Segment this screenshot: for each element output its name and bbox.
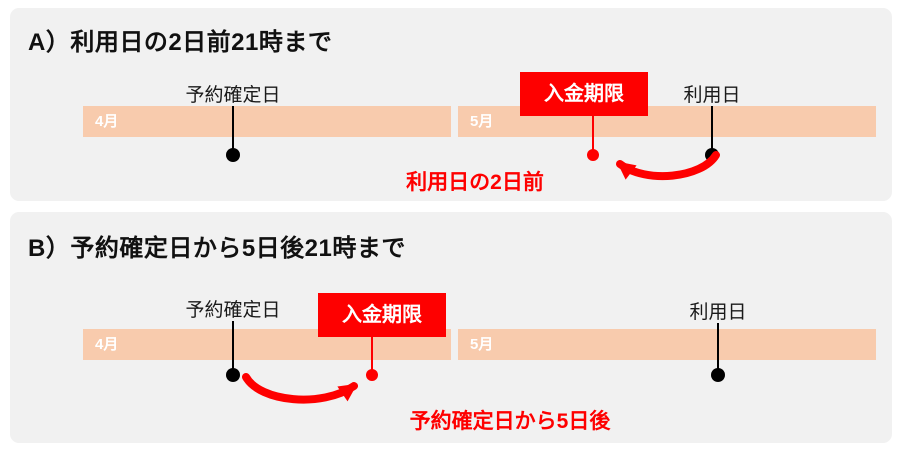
deadline-dot — [366, 369, 378, 381]
panel-b-caption: 予約確定日から5日後 — [409, 410, 611, 433]
confirm-date-label: 予約確定日 — [185, 85, 281, 106]
panel-b: B）予約確定日から5日後21時まで 4月 5月 予約確定日 入金期限 利用日 予… — [10, 212, 892, 443]
usage-date-label: 利用日 — [683, 85, 741, 106]
deadline-box: 入金期限 — [318, 293, 446, 337]
month-label-april: 4月 — [95, 336, 119, 353]
confirm-date-dot — [226, 368, 240, 382]
usage-date-line — [711, 106, 713, 155]
month-label-may: 5月 — [470, 113, 494, 130]
panel-a-caption: 利用日の2日前 — [406, 171, 544, 194]
usage-date-dot — [711, 368, 725, 382]
timeline-bar-april: 4月 — [83, 106, 451, 137]
deadline-line — [592, 116, 594, 155]
confirm-date-dot — [226, 148, 240, 162]
month-label-april: 4月 — [95, 113, 119, 130]
panel-a-title: A）利用日の2日前21時まで — [28, 29, 333, 56]
usage-date-line — [717, 323, 719, 375]
deadline-box: 入金期限 — [520, 72, 648, 116]
panel-b-title: B）予約確定日から5日後21時まで — [28, 235, 406, 262]
curved-arrow-right-icon — [242, 373, 358, 404]
deadline-line — [371, 337, 373, 375]
deadline-dot — [587, 149, 599, 161]
usage-date-label: 利用日 — [689, 302, 747, 323]
confirm-date-label: 予約確定日 — [185, 300, 281, 321]
timeline-bar-may: 5月 — [458, 329, 876, 360]
panel-a: A）利用日の2日前21時まで 4月 5月 予約確定日 入金期限 利用日 利用日の… — [10, 8, 892, 201]
curved-arrow-left-icon — [616, 151, 720, 181]
confirm-date-line — [232, 321, 234, 375]
month-label-may: 5月 — [470, 336, 494, 353]
confirm-date-line — [232, 106, 234, 155]
